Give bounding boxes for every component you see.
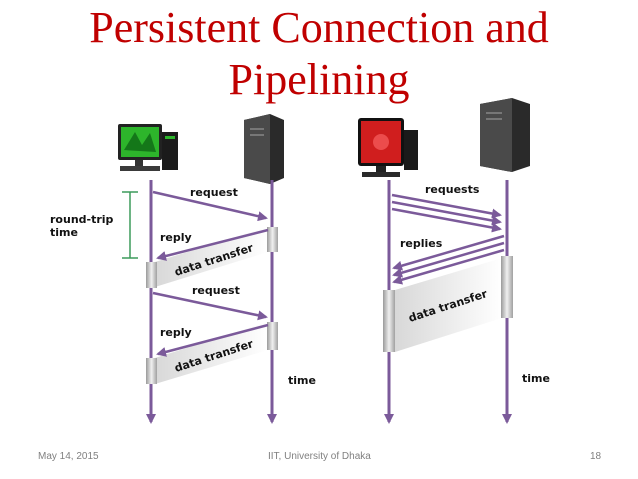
request-arrow bbox=[152, 190, 268, 222]
server-tower-icon bbox=[480, 98, 530, 172]
round-trip-label-line2: time bbox=[50, 226, 78, 239]
transfer-bar bbox=[383, 290, 395, 352]
footer-page-number: 18 bbox=[590, 451, 602, 462]
transfer-bar bbox=[501, 256, 513, 318]
client-computer-icon bbox=[358, 118, 418, 177]
request-label: request bbox=[192, 284, 240, 297]
slide-title-line2: Pipelining bbox=[228, 55, 410, 104]
transfer-bar bbox=[267, 322, 278, 350]
request-arrow bbox=[391, 200, 502, 226]
slide-title-line1: Persistent Connection and bbox=[89, 3, 549, 52]
data-transfer-band bbox=[395, 258, 502, 352]
data-transfer-band bbox=[155, 227, 268, 287]
time-label: time bbox=[288, 374, 316, 387]
server-tower-icon bbox=[244, 114, 284, 184]
data-transfer-band bbox=[155, 322, 268, 384]
reply-arrow bbox=[392, 234, 505, 271]
footer-institution: IIT, University of Dhaka bbox=[268, 451, 371, 462]
reply-arrow bbox=[392, 241, 505, 278]
reply-label: reply bbox=[160, 231, 192, 244]
reply-arrow bbox=[156, 228, 269, 261]
transfer-bar bbox=[267, 227, 278, 252]
requests-label: requests bbox=[425, 183, 480, 196]
request-arrow bbox=[152, 291, 268, 321]
time-label: time bbox=[522, 372, 550, 385]
reply-label: reply bbox=[160, 326, 192, 339]
round-trip-bracket bbox=[122, 191, 138, 259]
transfer-bar bbox=[146, 262, 157, 288]
round-trip-label-line1: round-trip bbox=[50, 213, 114, 226]
transfer-bar bbox=[146, 358, 157, 384]
reply-arrow bbox=[392, 248, 505, 285]
request-arrow bbox=[391, 193, 502, 219]
footer-date: May 14, 2015 bbox=[38, 451, 99, 462]
replies-label: replies bbox=[400, 237, 443, 250]
reply-arrow bbox=[156, 323, 269, 357]
client-computer-icon bbox=[118, 124, 178, 171]
request-label: request bbox=[190, 186, 238, 199]
request-arrow bbox=[391, 207, 502, 233]
